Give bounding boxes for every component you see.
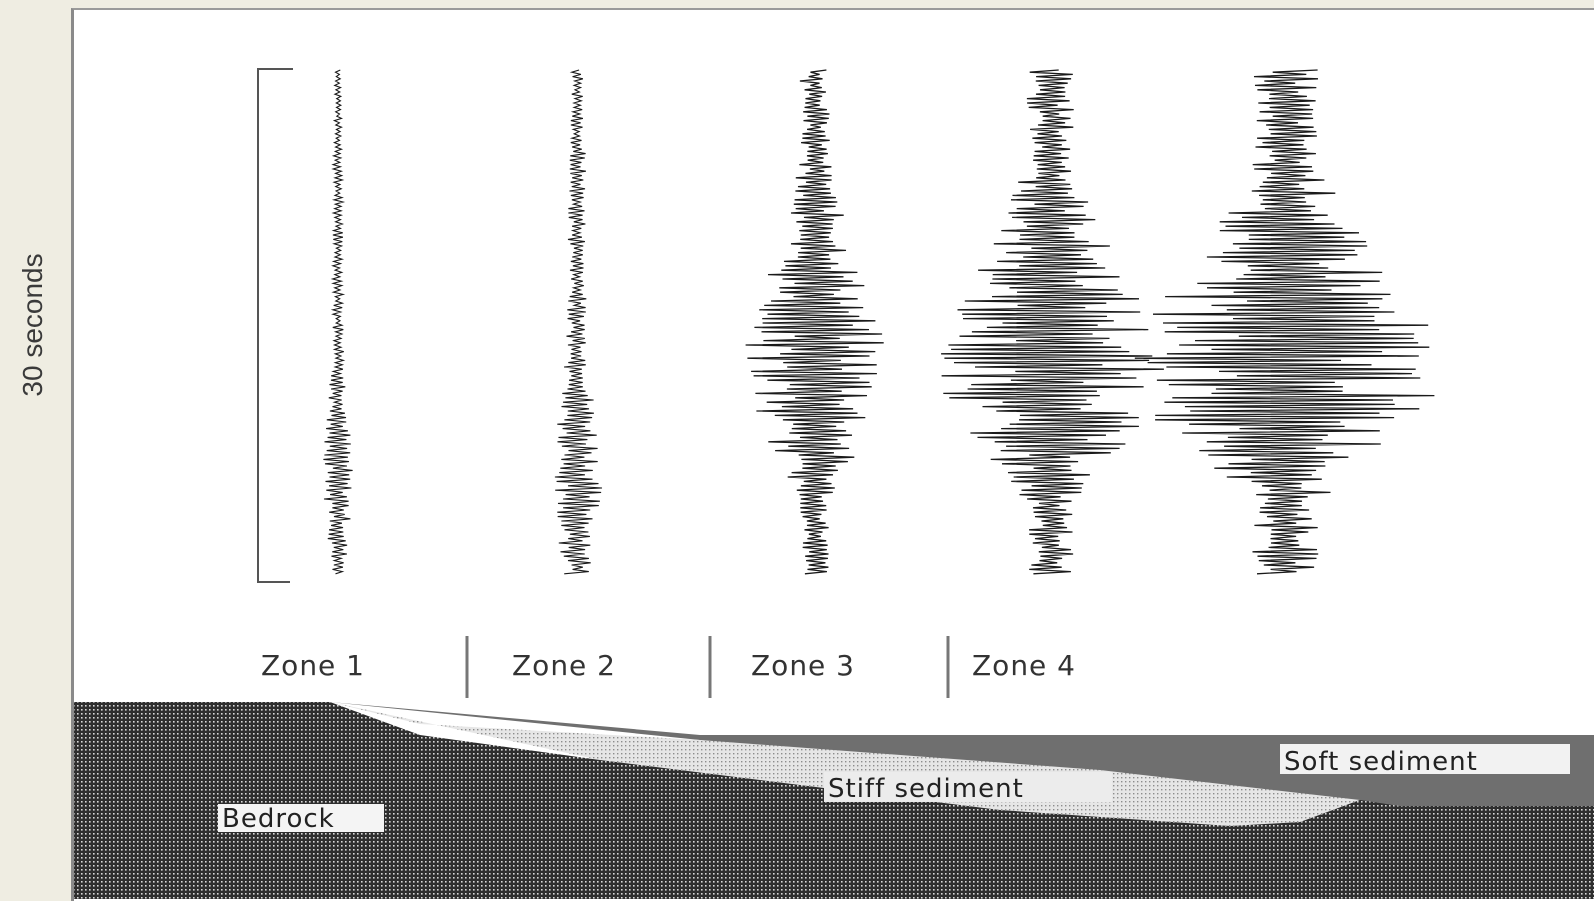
bedrock-label: Bedrock [222, 804, 335, 834]
soft-sediment-layer [330, 702, 1594, 808]
stiff-sediment-label-bg [824, 772, 1112, 802]
soft-sediment-label: Soft sediment [1284, 747, 1478, 777]
seismogram-zone-3 [745, 69, 884, 575]
seismogram-zone-2 [554, 69, 603, 575]
seismogram-zone-4 [941, 69, 1164, 575]
zone-1-label: Zone 1 [261, 649, 365, 682]
bedrock-label-bg [218, 804, 384, 832]
seismogram-traces [323, 69, 1435, 575]
zone-2-label: Zone 2 [512, 649, 616, 682]
time-scale-bracket [257, 68, 293, 583]
seismogram-zone-1 [323, 69, 353, 575]
zone-4-label: Zone 4 [972, 649, 1076, 682]
stiff-sediment-label: Stiff sediment [828, 774, 1024, 804]
seismogram-zone-4-soft [1134, 69, 1435, 575]
soft-sediment-label-bg [1280, 744, 1570, 774]
zone-3-label: Zone 3 [751, 649, 855, 682]
